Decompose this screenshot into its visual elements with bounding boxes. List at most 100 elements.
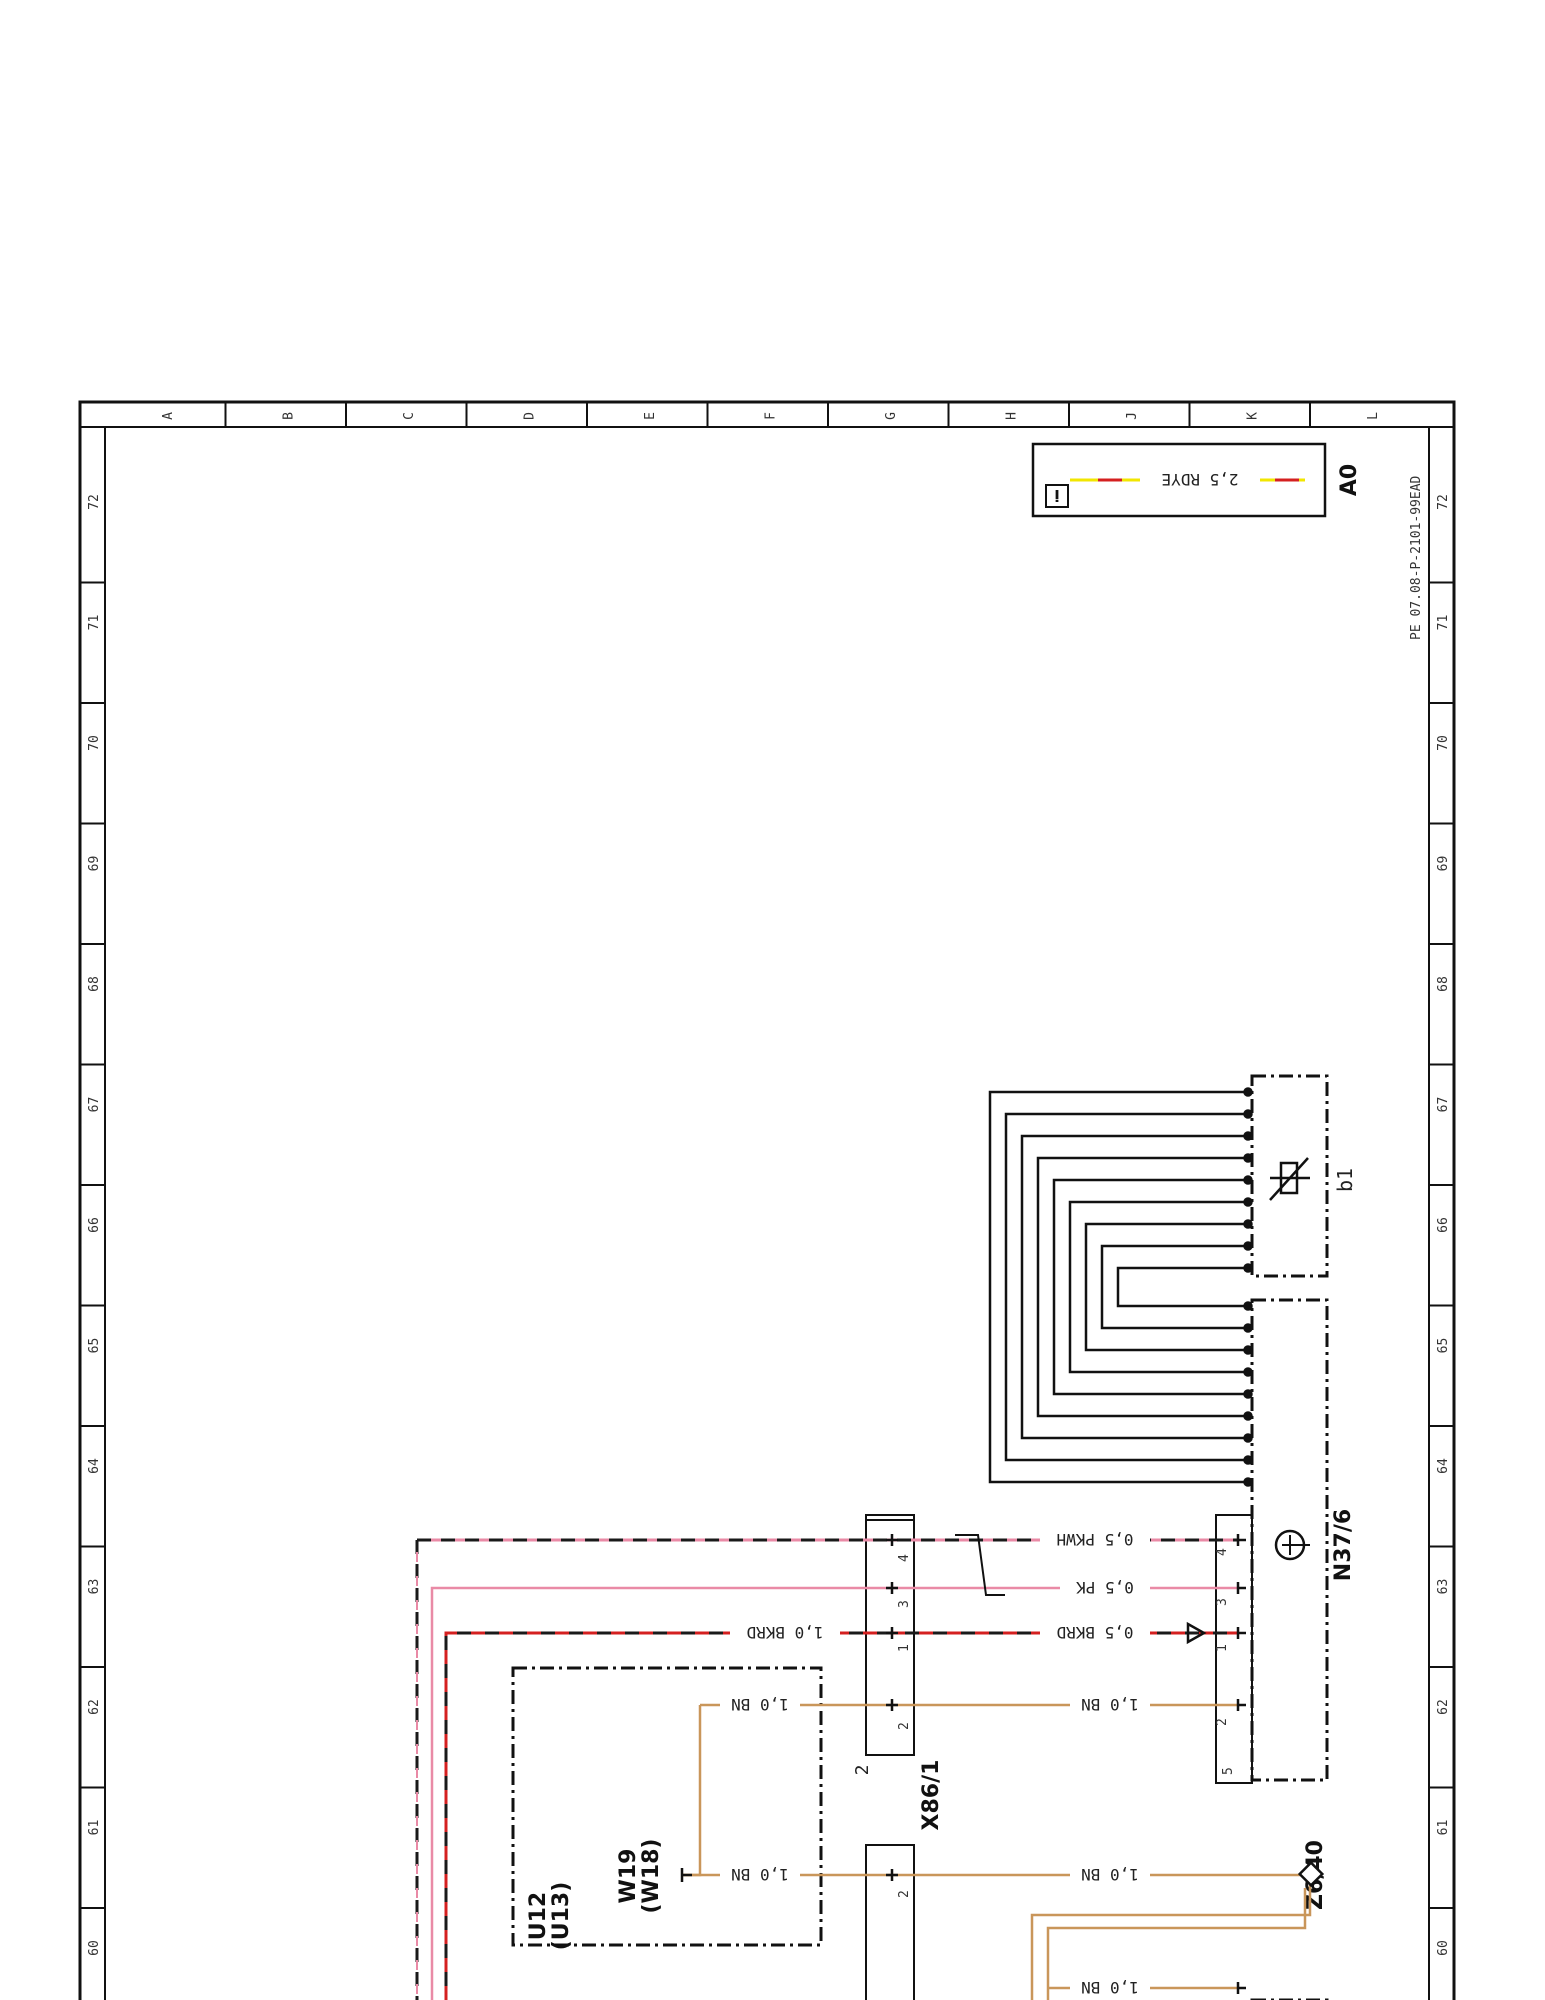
row-label-right-72: 72	[1436, 494, 1451, 510]
drawing-id: PE 07.08-P-2101-99EAD	[1409, 475, 1424, 640]
row-label-right-69: 69	[1436, 856, 1451, 872]
sensor-harness-loops	[988, 1087, 1253, 1487]
harness-terminal-dot	[1243, 1411, 1253, 1421]
wire-label-bn-bottom: 1,0 BN	[1081, 1978, 1139, 1997]
lower-connector-pin-2: 2	[886, 1869, 912, 1898]
harness-loop	[1084, 1222, 1248, 1352]
row-label-left-62: 62	[87, 1699, 102, 1715]
row-label-right-71: 71	[1436, 615, 1451, 631]
svg-text:4: 4	[1215, 1548, 1230, 1556]
row-label-left-72: 72	[87, 494, 102, 510]
wire-pk	[430, 1586, 1238, 2000]
row-label-right-63: 63	[1436, 1579, 1451, 1595]
row-label-left-63: 63	[87, 1579, 102, 1595]
wire-legend: i 2,5 RDYE A0	[1031, 442, 1362, 518]
b1-label: b1	[1333, 1168, 1357, 1192]
wire-bn-w19	[682, 1705, 702, 1877]
connector-pins: 4 3 1 2 5 4 3 1 2	[680, 1534, 1246, 1994]
thermistor-icon	[1269, 1157, 1310, 1201]
harness-loop	[1052, 1178, 1248, 1396]
legend-wire-label: 2,5 RDYE	[1161, 470, 1238, 489]
wire-label-bkrd-05: 0,5 BKRD	[1056, 1623, 1133, 1642]
row-label-left-69: 69	[87, 856, 102, 872]
wire-label-pk: 0,5 PK	[1076, 1578, 1134, 1597]
row-label-right-66: 66	[1436, 1217, 1451, 1233]
harness-terminal-dot	[1243, 1109, 1253, 1119]
x86-1-pin-4: 4	[886, 1534, 912, 1562]
u12-housing	[511, 1666, 823, 1947]
harness-terminal-dot	[1243, 1241, 1253, 1251]
n37-6-pin-3: 3	[1215, 1582, 1246, 1606]
row-label-right-70: 70	[1436, 735, 1451, 751]
wire-bracket	[955, 1534, 1005, 1596]
harness-terminal-dot	[1243, 1197, 1253, 1207]
x86-1-pin-1: 1	[886, 1627, 912, 1652]
harness-terminal-dot	[1243, 1153, 1253, 1163]
x86-1-pin-2: 2	[886, 1699, 912, 1730]
harness-loop	[1100, 1244, 1248, 1330]
row-label-left-67: 67	[87, 1097, 102, 1113]
svg-text:1: 1	[897, 1644, 912, 1652]
column-label-K: K	[1246, 412, 1261, 420]
harness-terminal-dot	[1243, 1263, 1253, 1273]
wire-labels: 0,5 PKWH 0,5 PK 0,5 BKRD 1,0 BKRD 1,0 BN…	[720, 1530, 1150, 1998]
transistor-icon	[1274, 1529, 1310, 1561]
harness-loop	[988, 1090, 1248, 1484]
n37-6-label: N37/6	[1331, 1509, 1356, 1581]
wire-label-bkrd-10: 1,0 BKRD	[746, 1623, 823, 1642]
n37-6-pin-2: 2	[1215, 1699, 1246, 1726]
n37-6-connector	[1215, 1514, 1253, 1784]
wire-bn-z6-return-2	[1046, 1888, 1307, 2000]
harness-terminal-dot	[1243, 1477, 1253, 1487]
svg-text:4: 4	[897, 1554, 912, 1562]
w19-label: W19	[616, 1849, 641, 1904]
legend-box	[1031, 442, 1327, 518]
wire-label-bn-w19: 1,0 BN	[731, 1865, 789, 1884]
wire-label-pkwh: 0,5 PKWH	[1056, 1530, 1133, 1549]
svg-text:i: i	[1054, 486, 1059, 505]
row-label-right-68: 68	[1436, 976, 1451, 992]
column-label-H: H	[1005, 412, 1020, 420]
n37-6-pin-1: 1	[1215, 1627, 1246, 1652]
row-label-left-60: 60	[87, 1940, 102, 1956]
harness-loop	[1068, 1200, 1248, 1374]
row-label-left-64: 64	[87, 1458, 102, 1474]
w19-junction	[680, 1868, 692, 1882]
x86-1-side-label: 2	[852, 1765, 873, 1776]
harness-terminal-dot	[1243, 1131, 1253, 1141]
svg-text:2: 2	[897, 1890, 912, 1898]
harness-terminal-dot	[1243, 1389, 1253, 1399]
row-label-right-65: 65	[1436, 1338, 1451, 1354]
u12-label: U12	[526, 1892, 551, 1940]
harness-terminal-dot	[1243, 1323, 1253, 1333]
row-label-right-64: 64	[1436, 1458, 1451, 1474]
wire-label-bn-left: 1,0 BN	[731, 1695, 789, 1714]
harness-loop	[1036, 1156, 1248, 1418]
harness-terminal-dot	[1243, 1301, 1253, 1311]
lower-module-pin	[1236, 1982, 1246, 1994]
wire-label-bn-z6: 1,0 BN	[1081, 1865, 1139, 1884]
svg-text:3: 3	[897, 1600, 912, 1608]
harness-loop	[1116, 1266, 1248, 1308]
row-label-left-61: 61	[87, 1820, 102, 1836]
row-label-right-60: 60	[1436, 1940, 1451, 1956]
harness-terminal-dot	[1243, 1433, 1253, 1443]
x86-1-label: X86/1	[919, 1760, 944, 1831]
wire-label-bn-right: 1,0 BN	[1081, 1695, 1139, 1714]
column-grid	[80, 402, 1454, 428]
svg-text:3: 3	[1215, 1598, 1230, 1606]
diode-icon	[1186, 1621, 1207, 1645]
legend-tag: A0	[1337, 464, 1362, 496]
wire-bn-z6-return-1	[1030, 1880, 1312, 2000]
harness-terminal-dot	[1243, 1087, 1253, 1097]
row-label-left-66: 66	[87, 1217, 102, 1233]
splice-diamond-icon	[1297, 1860, 1325, 1888]
b1-housing	[1250, 1074, 1329, 1278]
svg-text:2: 2	[1215, 1718, 1230, 1726]
column-label-L: L	[1366, 412, 1381, 420]
harness-terminal-dot	[1243, 1345, 1253, 1355]
harness-terminal-dot	[1243, 1175, 1253, 1185]
inner-frame	[104, 426, 1430, 2000]
x86-1-pin-3: 3	[886, 1582, 912, 1608]
